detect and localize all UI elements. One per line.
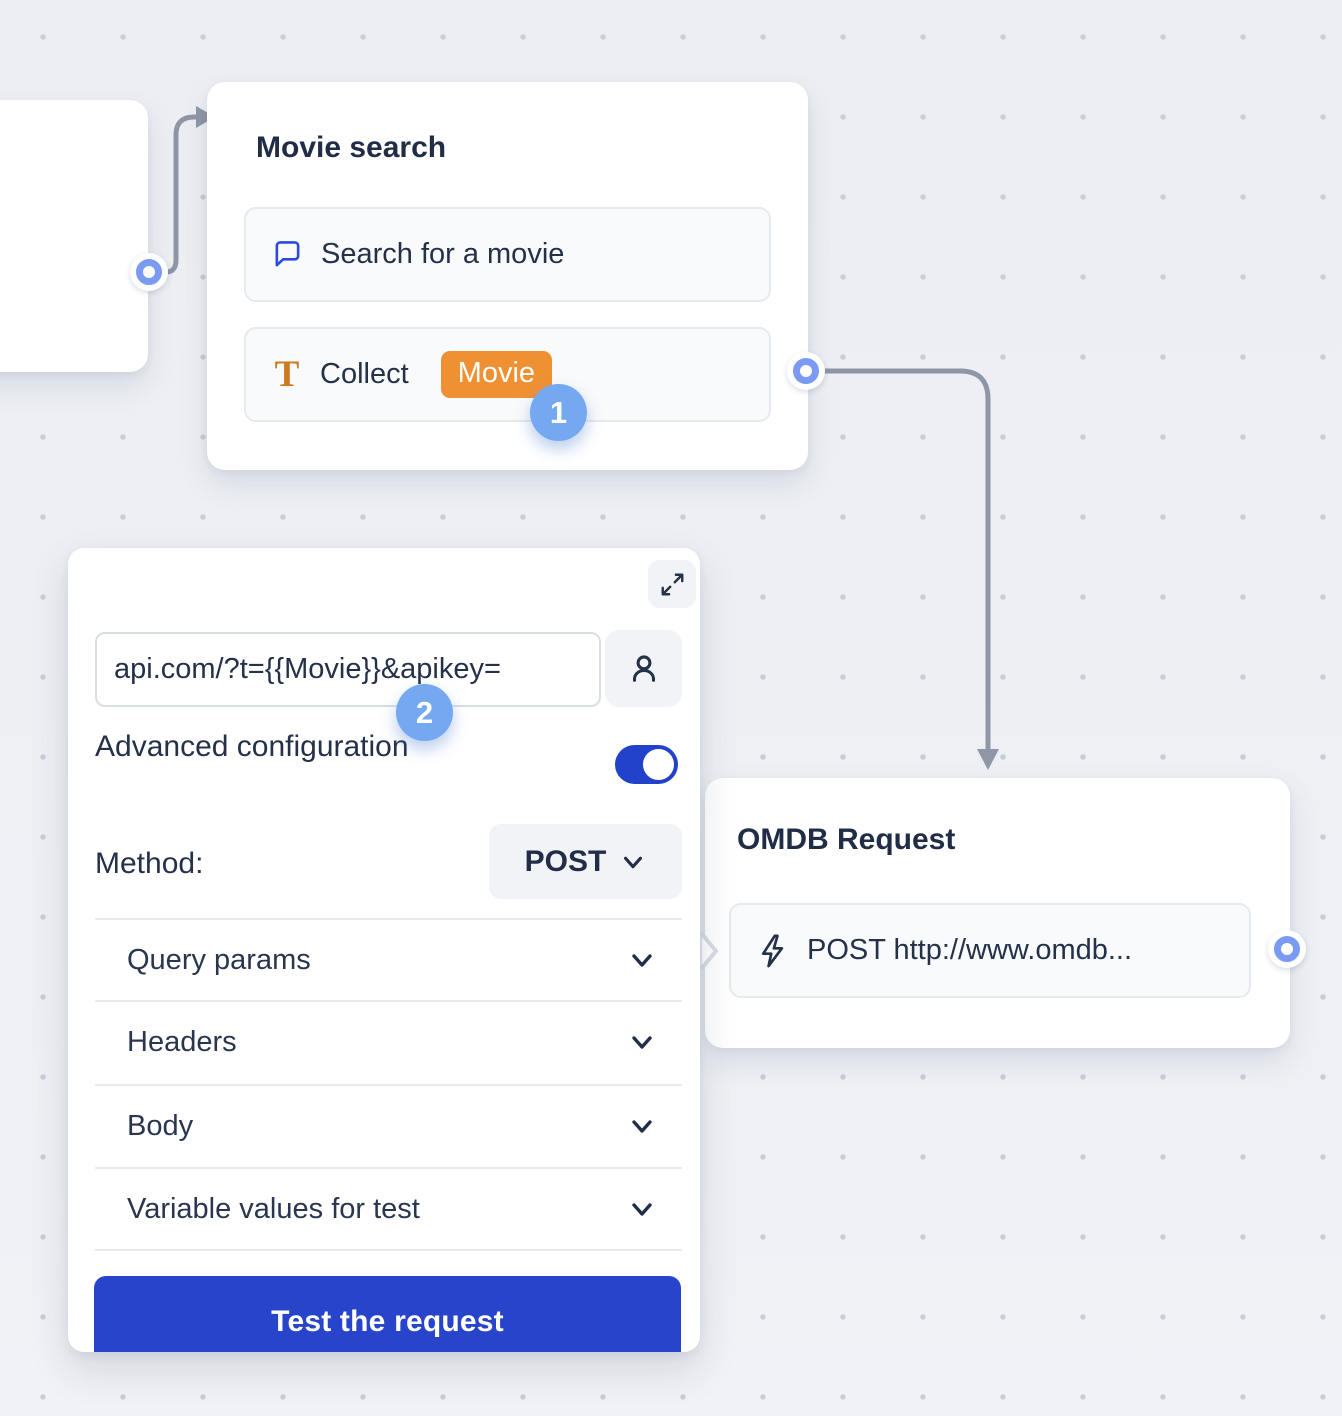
movie-search-node[interactable]: Movie search Search for a movie T Collec… (207, 82, 808, 470)
webhook-url-value: api.com/?t={{Movie}}&apikey= (114, 653, 501, 685)
node-title: OMDB Request (737, 823, 956, 856)
node-title: Movie search (256, 131, 447, 164)
section-label: Query params (127, 943, 311, 976)
collect-block[interactable]: T Collect Movie (244, 327, 771, 422)
question-label: Search for a movie (321, 238, 565, 270)
port-ring (1274, 936, 1300, 962)
section-query-params[interactable]: Query params (95, 920, 682, 1000)
divider (95, 1249, 682, 1251)
person-icon (632, 654, 655, 682)
divider (95, 1167, 682, 1169)
method-select[interactable]: POST (489, 824, 682, 899)
port-ring (136, 259, 162, 285)
test-request-button[interactable]: Test the request (94, 1276, 681, 1352)
connector-left-to-movie-search (155, 114, 200, 275)
text-input-icon: T (274, 354, 300, 395)
variable-badge: Movie (440, 351, 553, 398)
collect-label: Collect (320, 358, 409, 390)
connector-arrowhead-down (977, 749, 999, 770)
webhook-url-input[interactable]: api.com/?t={{Movie}}&apikey= (95, 632, 601, 707)
output-port-partial-node[interactable] (130, 253, 168, 291)
partial-node-card[interactable] (0, 100, 148, 372)
webhook-block[interactable]: POST http://www.omdb... (729, 903, 1251, 998)
output-port-movie-search[interactable] (787, 352, 825, 390)
input-notch-omdb (700, 932, 718, 970)
question-block[interactable]: Search for a movie (244, 207, 771, 302)
chevron-down-icon (632, 1203, 652, 1216)
output-port-omdb[interactable] (1268, 930, 1306, 968)
port-ring (793, 358, 819, 384)
advanced-configuration-toggle[interactable] (615, 745, 678, 784)
method-value: POST (524, 844, 607, 878)
webhook-label: POST http://www.omdb... (807, 934, 1133, 966)
step-annotation-1: 1 (530, 384, 587, 441)
chevron-down-icon (632, 1036, 652, 1049)
section-label: Headers (127, 1025, 237, 1058)
step-annotation-2: 2 (396, 684, 453, 741)
chat-bubble-icon (272, 239, 303, 270)
lightning-icon (757, 933, 789, 969)
chevron-down-icon (632, 1120, 652, 1133)
section-label: Variable values for test (127, 1192, 420, 1225)
webhook-config-panel[interactable]: api.com/?t={{Movie}}&apikey= 2 Advanced … (68, 548, 700, 1352)
advanced-configuration-label: Advanced configuration (95, 730, 409, 763)
divider (95, 1000, 682, 1002)
chevron-down-icon (624, 856, 643, 868)
omdb-request-node[interactable]: OMDB Request POST http://www.omdb... (705, 778, 1290, 1048)
section-variable-values[interactable]: Variable values for test (95, 1169, 682, 1249)
chevron-down-icon (632, 954, 652, 967)
expand-icon (661, 573, 683, 595)
connector-movie-search-to-omdb (821, 368, 991, 753)
method-label: Method: (95, 847, 204, 880)
variable-insert-button[interactable] (605, 630, 682, 707)
section-headers[interactable]: Headers (95, 1002, 682, 1082)
toggle-knob (643, 749, 674, 780)
expand-button[interactable] (648, 560, 696, 608)
divider (95, 918, 682, 920)
divider (95, 1084, 682, 1086)
section-body[interactable]: Body (95, 1086, 682, 1166)
section-label: Body (127, 1109, 194, 1142)
